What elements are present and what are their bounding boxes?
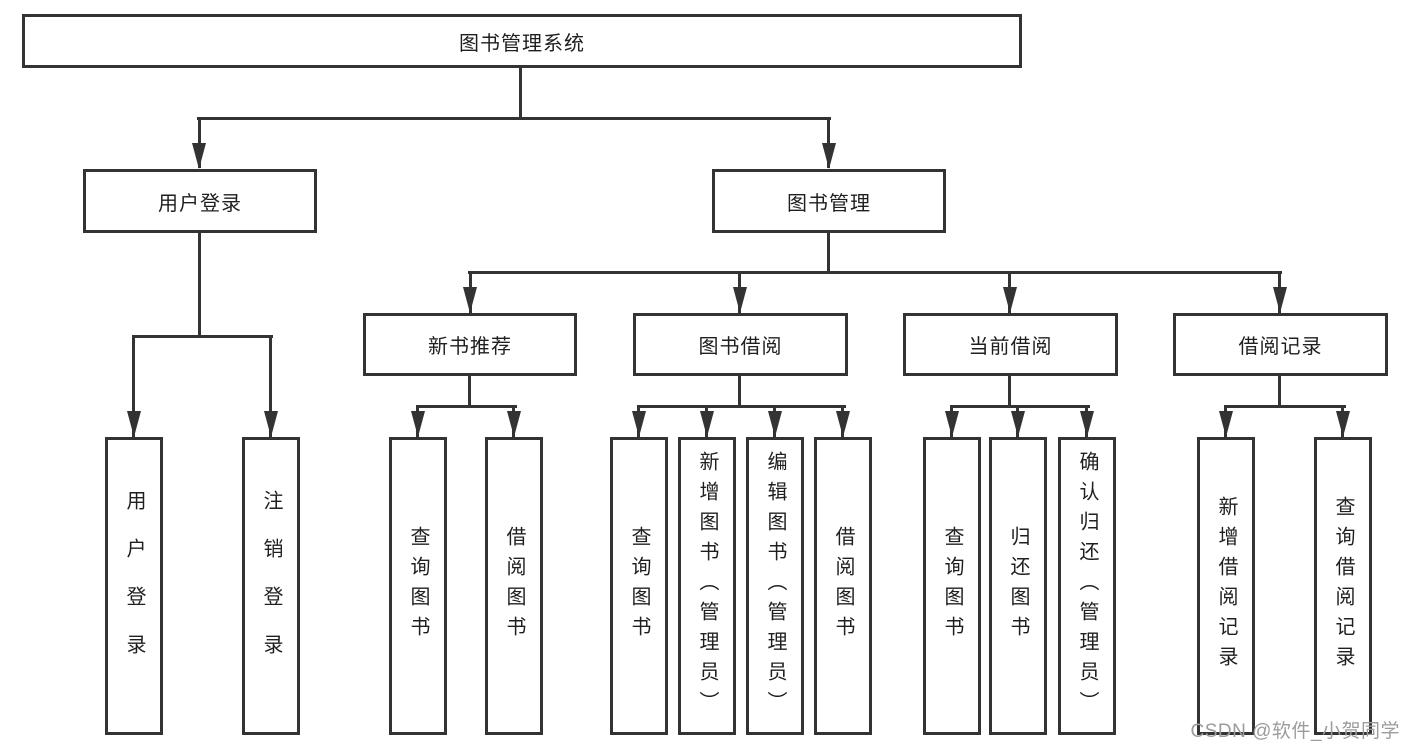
arrow-down-icon [411,411,425,437]
leaf-confirm-return-admin: 确认归还（管理员） [1058,437,1116,735]
connector-borrowing-bar [637,405,846,408]
arrow-down-icon [700,411,714,437]
leaf-borrow-books-recommend-label: 借阅图书 [503,526,525,646]
arrow-down-icon [733,287,747,313]
arrow-down-icon [822,143,836,169]
leaf-return-books: 归还图书 [989,437,1047,735]
connector-drop-user-login [198,117,201,168]
connector-drop-leaf [132,335,135,437]
arrow-down-icon [768,411,782,437]
connector-drop-leaf [269,335,272,437]
connector-current-stem [1008,376,1011,407]
leaf-user-login-label: 用户登录 [123,490,145,682]
node-book-borrowing: 图书借阅 [633,313,848,376]
node-book-borrowing-label: 图书借阅 [698,336,783,358]
leaf-add-book-admin-label: 新增图书（管理员） [696,451,718,721]
leaf-add-borrow-record: 新增借阅记录 [1197,437,1255,735]
arrow-down-icon [463,287,477,313]
node-user-login-label: 用户登录 [158,192,242,215]
connector-root-stem [519,68,522,120]
arrow-down-icon [1273,287,1287,313]
connector-mgmt-bar [468,271,1282,274]
leaf-query-books-current-label: 查询图书 [941,526,963,646]
connector-records-stem [1278,376,1281,407]
connector-current-bar [950,405,1090,408]
leaf-query-books-borrow-label: 查询图书 [628,526,650,646]
leaf-borrow-books: 借阅图书 [814,437,872,735]
arrow-down-icon [945,411,959,437]
node-current-borrowing-label: 当前借阅 [968,336,1053,358]
leaf-add-book-admin: 新增图书（管理员） [678,437,736,735]
connector-root-bar [197,117,831,120]
node-new-book-recommendation: 新书推荐 [363,313,577,376]
connector-login-bar [132,335,273,338]
node-system-root: 图书管理系统 [22,14,1022,68]
csdn-watermark: CSDN @软件_小贺同学 [1190,721,1400,742]
leaf-logout-label: 注销登录 [260,490,282,682]
leaf-query-borrow-record: 查询借阅记录 [1314,437,1372,735]
connector-recommend-bar [416,405,517,408]
leaf-user-login: 用户登录 [105,437,163,735]
arrow-down-icon [507,411,521,437]
connector-borrowing-stem [738,376,741,407]
node-book-management: 图书管理 [712,169,946,233]
connector-login-stem [198,233,201,337]
node-system-root-label: 图书管理系统 [459,32,585,55]
arrow-down-icon [192,143,206,169]
connector-drop-book-management [827,117,830,168]
leaf-query-books-current: 查询图书 [923,437,981,735]
leaf-query-books-borrow: 查询图书 [610,437,668,735]
arrow-down-icon [632,411,646,437]
leaf-edit-book-admin: 编辑图书（管理员） [746,437,804,735]
node-borrowing-records: 借阅记录 [1173,313,1388,376]
leaf-query-books-recommend-label: 查询图书 [407,526,429,646]
leaf-logout: 注销登录 [242,437,300,735]
leaf-return-books-label: 归还图书 [1007,526,1029,646]
arrow-down-icon [1080,411,1094,437]
node-new-book-recommendation-label: 新书推荐 [428,336,512,358]
node-book-management-label: 图书管理 [787,192,871,215]
arrow-down-icon [127,411,141,437]
connector-recommend-stem [468,376,471,407]
connector-mgmt-stem [827,233,830,273]
leaf-edit-book-admin-label: 编辑图书（管理员） [764,451,786,721]
leaf-query-books-recommend: 查询图书 [389,437,447,735]
leaf-add-borrow-record-label: 新增借阅记录 [1215,496,1237,676]
node-user-login: 用户登录 [83,169,317,233]
leaf-borrow-books-recommend: 借阅图书 [485,437,543,735]
node-borrowing-records-label: 借阅记录 [1238,336,1323,358]
arrow-down-icon [1011,411,1025,437]
node-current-borrowing: 当前借阅 [903,313,1118,376]
arrow-down-icon [836,411,850,437]
connector-records-bar [1224,405,1346,408]
leaf-confirm-return-admin-label: 确认归还（管理员） [1076,451,1098,721]
arrow-down-icon [1336,411,1350,437]
arrow-down-icon [264,411,278,437]
arrow-down-icon [1003,287,1017,313]
leaf-borrow-books-label: 借阅图书 [832,526,854,646]
leaf-query-borrow-record-label: 查询借阅记录 [1332,496,1354,676]
arrow-down-icon [1219,411,1233,437]
